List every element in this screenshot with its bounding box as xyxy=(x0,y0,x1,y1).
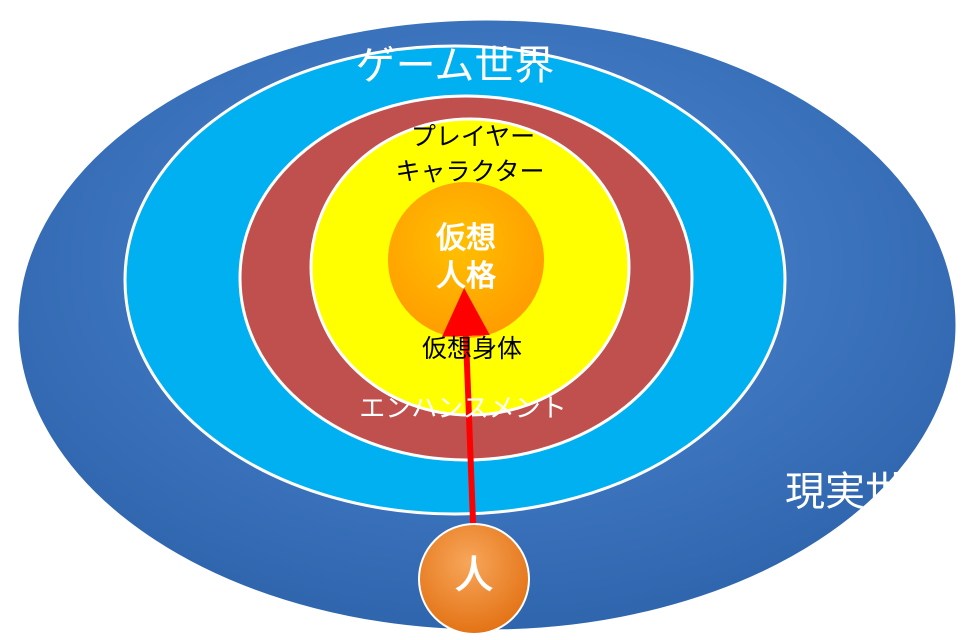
enhancement-label: エンハンスメント xyxy=(359,394,567,424)
person-label: 人 xyxy=(454,553,494,597)
person-to-persona-arrow xyxy=(441,288,490,549)
real-world-label: 現実世界 xyxy=(785,469,945,515)
virtual-persona-circle xyxy=(388,182,544,338)
virtual-body-label: 仮想身体 xyxy=(421,334,523,363)
game-world-label: ゲーム世界 xyxy=(355,43,555,89)
virtual-persona-label-line1: 仮想 xyxy=(436,221,496,256)
player-character-label-line1: プレイヤー xyxy=(410,122,536,151)
virtual-persona-label-line2: 人格 xyxy=(436,259,496,294)
person-circle xyxy=(418,523,530,635)
player-character-label-line2: キャラクター xyxy=(395,157,545,186)
